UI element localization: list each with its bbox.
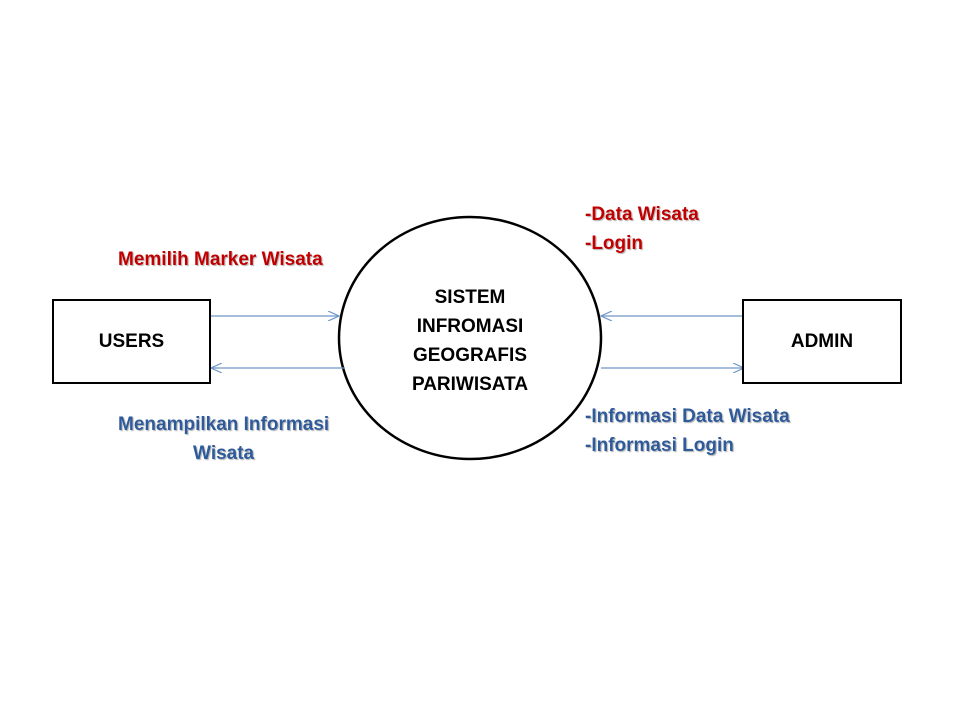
flow-label-line: Menampilkan Informasi: [118, 414, 330, 435]
process-label-line: PARIWISATA: [411, 374, 529, 395]
flow-label-line: -Data Wisata: [585, 204, 699, 225]
process-label: SISTEM INFROMASI GEOGRAFIS PARIWISATA: [370, 283, 570, 399]
users-entity: USERS: [52, 299, 211, 384]
process-label-line: GEOGRAFIS: [412, 345, 527, 366]
admin-entity: ADMIN: [742, 299, 902, 384]
process-label-line: INFROMASI: [416, 316, 524, 337]
flow-label-admin-to-system: -Data Wisata -Login: [585, 200, 699, 258]
flow-label-line: Memilih Marker Wisata: [118, 249, 323, 270]
admin-label: ADMIN: [790, 330, 854, 352]
flow-label-line: -Informasi Data Wisata: [585, 406, 790, 427]
flow-label-users-to-system: Memilih Marker Wisata: [118, 245, 323, 274]
flow-label-system-to-admin: -Informasi Data Wisata -Informasi Login: [585, 402, 790, 460]
process-label-line: SISTEM: [434, 287, 506, 308]
flow-label-line: Wisata: [193, 443, 255, 464]
flow-label-line: -Informasi Login: [585, 435, 734, 456]
flow-label-system-to-users: Menampilkan Informasi Wisata: [118, 410, 329, 468]
flow-label-line: -Login: [585, 233, 644, 254]
process-circle: [337, 215, 603, 461]
users-label: USERS: [98, 330, 165, 352]
